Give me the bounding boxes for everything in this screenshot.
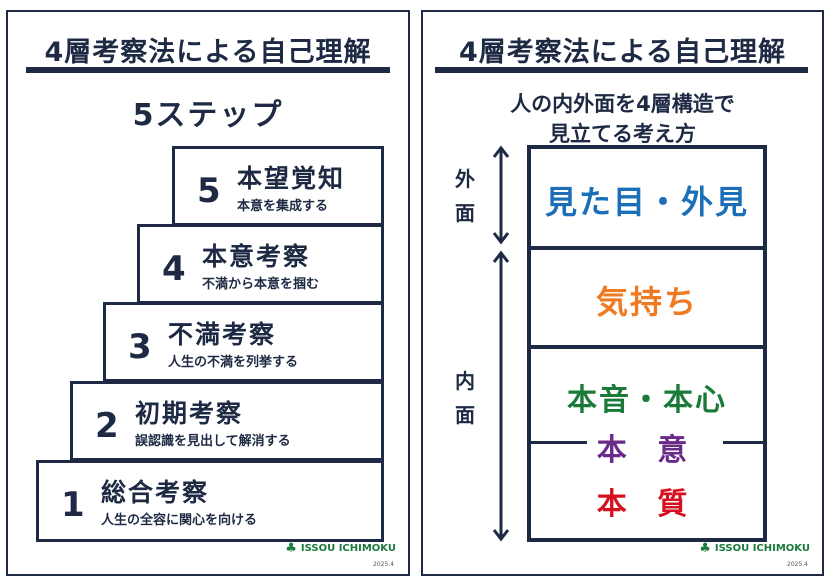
double-arrow-icon [492, 145, 510, 245]
logo-text: ISSOU ICHIMOKU [714, 543, 810, 554]
outer-label: 外面 [455, 167, 475, 225]
title-underline [435, 67, 808, 73]
panel-title: 4層考察法による自己理解 [44, 37, 372, 68]
step-2: 2 初期考察誤認識を見出して解消する [70, 381, 384, 461]
subtitle-line2: 見立てる考え方 [549, 122, 696, 146]
panel-title: 4層考察法による自己理解 [459, 37, 786, 68]
layer-essence: 本 質 [596, 487, 698, 522]
divider [531, 345, 763, 349]
tree-icon: ♣ [699, 541, 711, 556]
brand-logo: ♣ISSOU ICHIMOKU [285, 541, 396, 556]
step-number: 5 [197, 171, 221, 211]
step-desc: 本意を集成する [237, 199, 329, 214]
step-name: 不満考察 [168, 320, 277, 349]
step-3: 3 不満考察人生の不満を列挙する [103, 302, 384, 382]
step-desc: 人生の全容に関心を向ける [101, 513, 258, 528]
layer-true-feelings: 本音・本心 [567, 383, 727, 418]
left-panel: 4層考察法による自己理解 5ステップ 5 本望覚知本意を集成する 4 本意考察不満か… [6, 10, 410, 576]
layer-feelings: 気持ち [595, 283, 698, 321]
step-desc: 不満から本意を掴む [202, 277, 320, 292]
step-desc: 人生の不満を列挙する [168, 355, 299, 370]
inner-label: 内面 [455, 369, 475, 427]
step-4: 4 本意考察不満から本意を掴む [137, 224, 384, 304]
divider [723, 441, 763, 444]
date-label: 2025.4 [787, 561, 808, 568]
divider [531, 441, 587, 444]
step-number: 2 [95, 406, 119, 446]
step-name: 本望覚知 [237, 164, 346, 193]
step-number: 1 [61, 485, 85, 525]
logo-text: ISSOU ICHIMOKU [300, 543, 396, 554]
step-name: 総合考察 [101, 478, 210, 507]
step-number: 4 [162, 249, 186, 289]
step-1: 1 総合考察人生の全容に関心を向ける [36, 460, 384, 542]
steps-heading: 5ステップ [132, 98, 284, 133]
step-name: 本意考察 [202, 242, 311, 271]
step-number: 3 [128, 327, 152, 367]
brand-logo: ♣ISSOU ICHIMOKU [699, 541, 810, 556]
tree-icon: ♣ [285, 541, 297, 556]
step-desc: 誤認識を見出して解消する [135, 434, 291, 449]
divider [531, 246, 763, 250]
title-underline [26, 67, 390, 73]
layer-appearance: 見た目・外見 [544, 183, 749, 221]
layer-true-intent: 本 意 [596, 433, 698, 468]
subtitle-line1: 人の内外面を4層構造で [510, 92, 735, 116]
step-name: 初期考察 [135, 399, 244, 428]
date-label: 2025.4 [373, 561, 394, 568]
right-panel: 4層考察法による自己理解 人の内外面を4層構造で 見立てる考え方 外面 内面 見… [421, 10, 824, 576]
step-5: 5 本望覚知本意を集成する [172, 146, 384, 226]
layer-box: 見た目・外見 気持ち 本音・本心 本 意 本 質 [527, 145, 767, 542]
double-arrow-icon [492, 250, 510, 542]
